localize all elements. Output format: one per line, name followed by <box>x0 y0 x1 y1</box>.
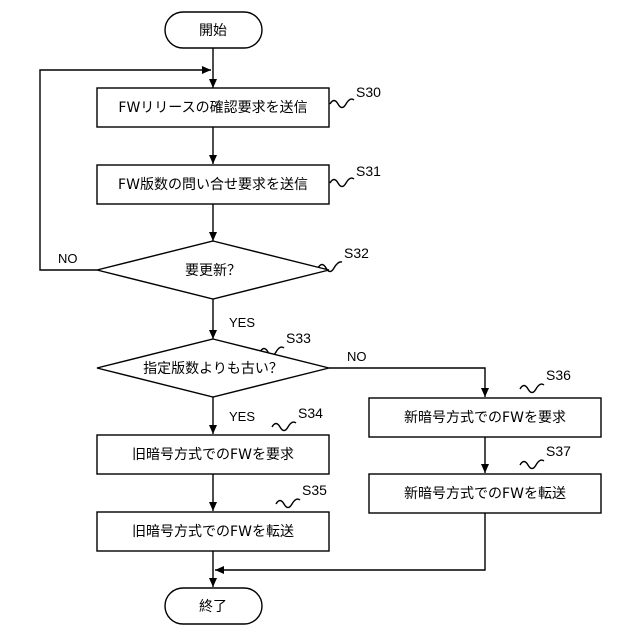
node-s34: 旧暗号方式でのFWを要求 <box>97 435 329 474</box>
node-s35: 旧暗号方式でのFWを転送 <box>97 512 329 551</box>
step-label-s32: S32 <box>344 245 369 261</box>
step-label-s30: S30 <box>356 84 381 100</box>
s31-text: FW版数の問い合せ要求を送信 <box>118 177 308 193</box>
node-s30: FWリリースの確認要求を送信 <box>97 88 329 127</box>
node-s31: FW版数の問い合せ要求を送信 <box>97 165 329 204</box>
edge-label-s32-no: NO <box>58 251 78 266</box>
arrow-s33-no-to-s36 <box>329 368 485 397</box>
step-label-s31: S31 <box>356 163 381 179</box>
node-end: 終了 <box>165 588 262 624</box>
s35-text: 旧暗号方式でのFWを転送 <box>132 524 294 540</box>
node-s32: 要更新？ <box>97 241 329 299</box>
s34-text: 旧暗号方式でのFWを要求 <box>132 447 294 463</box>
s30-text: FWリリースの確認要求を送信 <box>118 100 307 116</box>
leader-s30 <box>330 99 354 107</box>
step-label-s33: S33 <box>286 330 311 346</box>
s32-text: 要更新？ <box>185 263 241 279</box>
s36-text: 新暗号方式でのFWを要求 <box>404 410 566 426</box>
leader-s34 <box>272 422 296 430</box>
node-s33: 指定版数よりも古い？ <box>97 339 329 397</box>
s33-text: 指定版数よりも古い？ <box>143 361 283 377</box>
s37-text: 新暗号方式でのFWを転送 <box>404 486 566 502</box>
node-s36: 新暗号方式でのFWを要求 <box>369 398 601 437</box>
step-label-s37: S37 <box>546 443 571 459</box>
leader-s36 <box>520 384 544 392</box>
leader-s35 <box>276 499 300 507</box>
edge-label-s33-yes: YES <box>229 409 255 424</box>
step-label-s36: S36 <box>546 367 571 383</box>
step-label-s34: S34 <box>298 405 323 421</box>
end-text: 終了 <box>199 599 227 615</box>
step-label-s35: S35 <box>302 482 327 498</box>
leader-s31 <box>330 178 354 186</box>
edge-label-s32-yes: YES <box>229 315 255 330</box>
leader-s37 <box>520 460 544 468</box>
node-start: 開始 <box>165 12 262 48</box>
start-text: 開始 <box>199 23 227 39</box>
edge-label-s33-no: NO <box>347 349 367 364</box>
node-s37: 新暗号方式でのFWを転送 <box>369 474 601 513</box>
